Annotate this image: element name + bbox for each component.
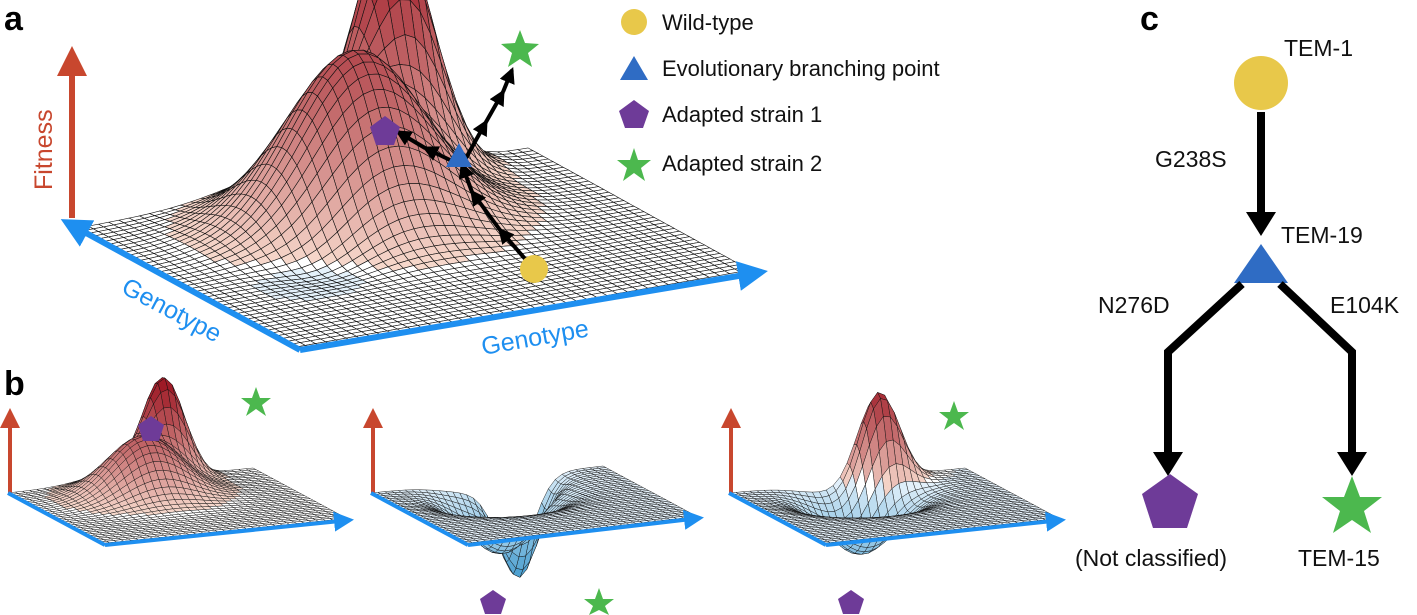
legend-branching-icon [620, 56, 648, 80]
wild-type-marker [520, 255, 548, 283]
legend-wild-type-icon [621, 9, 647, 35]
evolutionary-path [395, 67, 535, 270]
adapted-strain-2-marker [501, 30, 539, 67]
legend-strain-2-label: Adapted strain 2 [662, 151, 822, 176]
fitness-landscape-small-1 [7, 376, 351, 546]
legend-strain-1-label: Adapted strain 1 [662, 102, 822, 127]
branching-point-marker [446, 143, 472, 167]
legend: Wild-type Evolutionary branching point A… [617, 9, 940, 181]
legend-strain-1-icon [619, 100, 649, 128]
legend-branching-label: Evolutionary branching point [662, 56, 940, 81]
genotype-axis-label-right: Genotype [479, 315, 591, 361]
panel-label-a: a [4, 0, 24, 38]
legend-wild-type-label: Wild-type [662, 10, 754, 35]
panel-label-c: c [1140, 0, 1159, 38]
legend-strain-2-icon [617, 148, 651, 181]
genotype-axis-left-arrow [60, 219, 302, 353]
fitness-axis-label: Fitness [30, 109, 58, 190]
adapted-strain-1-marker [370, 116, 400, 145]
fitness-landscape-small-3 [728, 391, 1063, 555]
surface-cell [371, 0, 378, 8]
panel-label-b: b [4, 365, 25, 403]
genotype-axis-right-arrow [299, 261, 768, 353]
